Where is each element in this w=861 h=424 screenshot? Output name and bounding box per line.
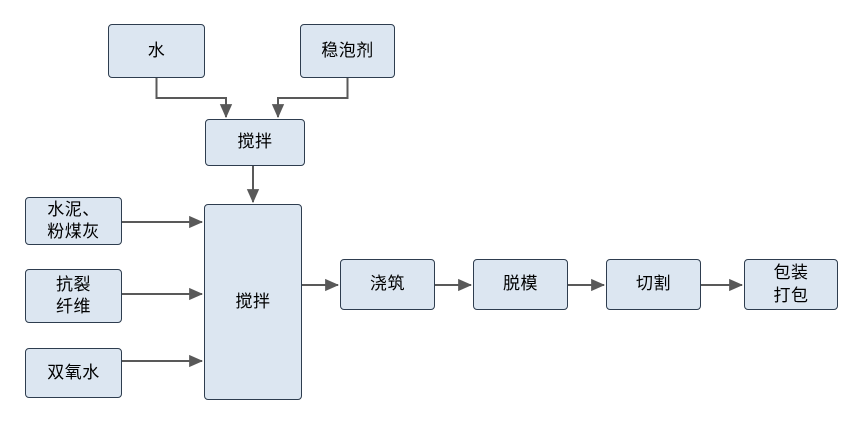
node-stir-top[interactable]: 搅拌 <box>205 119 305 166</box>
node-crack-fiber[interactable]: 抗裂 纤维 <box>25 269 122 323</box>
node-foam-stabilizer[interactable]: 稳泡剂 <box>300 24 395 78</box>
node-label: 水 <box>147 40 166 60</box>
node-demolding[interactable]: 脱模 <box>473 259 568 310</box>
node-label: 稳泡剂 <box>321 40 374 60</box>
node-hydrogen-peroxide[interactable]: 双氧水 <box>25 348 122 398</box>
node-packaging[interactable]: 包装 打包 <box>744 259 838 310</box>
node-label: 搅拌 <box>235 291 271 311</box>
node-label: 浇筑 <box>370 274 405 294</box>
node-label: 脱模 <box>503 274 538 294</box>
node-cement-flyash[interactable]: 水泥、 粉煤灰 <box>25 197 122 245</box>
node-label: 切割 <box>636 274 671 294</box>
node-label: 搅拌 <box>237 132 273 152</box>
node-water[interactable]: 水 <box>108 24 205 78</box>
node-label: 抗裂 纤维 <box>56 274 91 316</box>
edge-foam-stabilizer-to-stir-top <box>271 78 349 119</box>
node-label: 双氧水 <box>47 362 100 382</box>
node-casting[interactable]: 浇筑 <box>340 259 435 310</box>
edge-water-to-stir-top <box>155 78 233 119</box>
node-label: 水泥、 粉煤灰 <box>47 199 100 241</box>
node-cutting[interactable]: 切割 <box>606 259 701 310</box>
node-stir-main[interactable]: 搅拌 <box>204 204 302 400</box>
node-label: 包装 打包 <box>773 263 809 305</box>
